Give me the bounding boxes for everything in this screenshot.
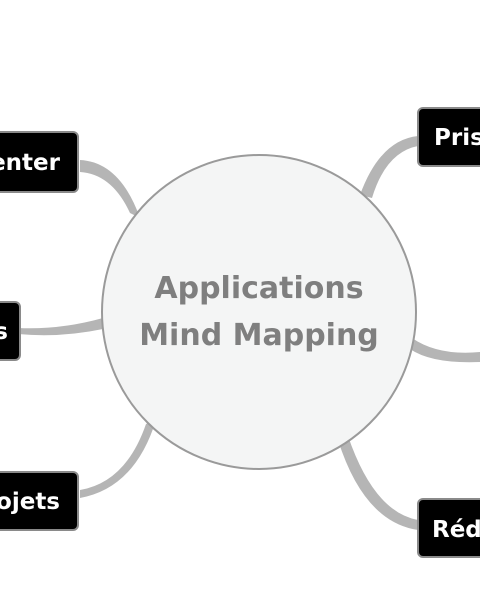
connector-bottom-left [80, 420, 156, 498]
branch-node-box [417, 107, 480, 167]
branch-node-label: Pris [434, 125, 480, 151]
connector-bottom-right [338, 436, 418, 530]
connector-middle-left [18, 318, 103, 336]
branch-node-label: ojets [0, 489, 60, 515]
central-topic[interactable]: Applications Mind Mapping [101, 154, 417, 470]
branch-node-box [417, 498, 480, 558]
connectors [18, 136, 480, 530]
connector-middle-right [410, 338, 480, 363]
connector-top-left [80, 160, 140, 218]
branch-node-label: Réd [432, 517, 480, 543]
branch-node-top-left[interactable]: enter [0, 131, 79, 193]
connector-top-right [360, 136, 418, 198]
central-topic-line-1: Applications [154, 271, 363, 306]
branch-node-middle-left[interactable]: s [0, 301, 21, 361]
branch-node-bottom-left[interactable]: ojets [0, 471, 79, 531]
branch-node-top-right[interactable]: Pris [417, 107, 480, 167]
branch-node-label: enter [0, 150, 61, 176]
branch-node-bottom-right[interactable]: Réd [417, 498, 480, 558]
branch-node-box [0, 471, 79, 531]
central-topic-circle [101, 154, 417, 470]
branch-node-box [0, 131, 79, 193]
branch-node-label: s [0, 319, 8, 345]
branch-node-box [0, 301, 21, 361]
central-topic-line-2: Mind Mapping [139, 318, 379, 353]
